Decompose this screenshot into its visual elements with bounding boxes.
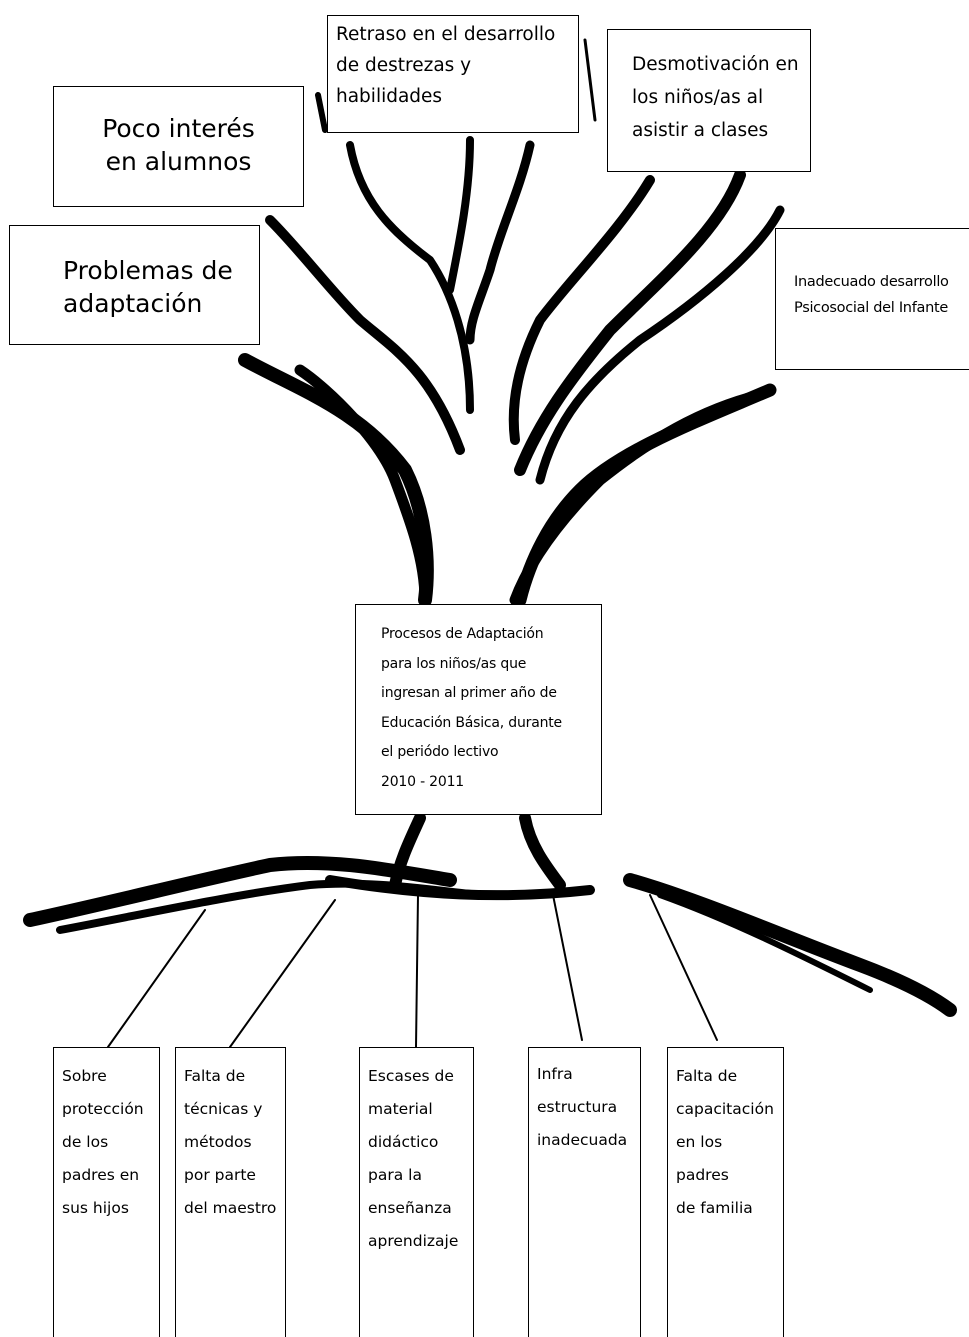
cause-label: Sobre protección de los padres en sus hi… bbox=[62, 1067, 144, 1217]
root-left-band bbox=[23, 855, 457, 927]
root-right-band bbox=[623, 873, 957, 1017]
branch-left bbox=[265, 215, 465, 455]
cause-box-sobreproteccion: Sobre protección de los padres en sus hi… bbox=[53, 1047, 160, 1337]
effect-box-problemas-adaptacion: Problemas de adaptación bbox=[9, 225, 260, 345]
cause-connector-4 bbox=[552, 894, 583, 1041]
trunk-right bbox=[509, 389, 766, 606]
branch-center bbox=[465, 140, 535, 345]
cause-label: Infra estructura inadecuada bbox=[537, 1065, 628, 1149]
effect-label: Poco interés en alumnos bbox=[102, 114, 255, 176]
branch-center-left bbox=[446, 136, 474, 294]
effect-label: Inadecuado desarrollo Psicosocial del In… bbox=[794, 274, 949, 316]
cause-box-infraestructura: Infra estructura inadecuada bbox=[528, 1047, 641, 1337]
central-problem-box: Procesos de Adaptación para los niños/as… bbox=[355, 604, 602, 815]
effect-box-desmotivacion: Desmotivación en los niños/as al asistir… bbox=[607, 29, 811, 172]
cause-connector-5 bbox=[649, 894, 718, 1041]
cause-box-falta-capacitacion: Falta de capacitación en los padres de f… bbox=[667, 1047, 784, 1337]
branch-right bbox=[514, 169, 746, 476]
root-right-band-2 bbox=[657, 892, 873, 993]
effect-label: Desmotivación en los niños/as al asistir… bbox=[632, 54, 799, 141]
branch-left-inner bbox=[346, 141, 474, 414]
root-center-band bbox=[325, 875, 595, 901]
branch-far-left bbox=[238, 353, 434, 607]
sprig-top-right bbox=[583, 38, 597, 122]
cause-box-escases-material: Escases de material didáctico para la en… bbox=[359, 1047, 474, 1337]
cause-box-falta-tecnicas: Falta de técnicas y métodos por parte de… bbox=[175, 1047, 286, 1337]
root-stem-right bbox=[519, 812, 566, 891]
cause-connector-3 bbox=[415, 894, 419, 1048]
cause-connector-2 bbox=[229, 899, 336, 1048]
central-problem-label: Procesos de Adaptación para los niños/as… bbox=[381, 626, 562, 790]
cause-label: Escases de material didáctico para la en… bbox=[368, 1067, 459, 1250]
sprig-top bbox=[315, 92, 328, 133]
effect-box-retraso-desarrollo: Retraso en el desarrollo de destrezas y … bbox=[327, 15, 579, 133]
cause-label: Falta de técnicas y métodos por parte de… bbox=[184, 1067, 277, 1217]
effect-label: Retraso en el desarrollo de destrezas y … bbox=[336, 24, 556, 107]
cause-label: Falta de capacitación en los padres de f… bbox=[676, 1067, 774, 1217]
branch-right-lower bbox=[513, 383, 777, 607]
effect-box-poco-interes: Poco interés en alumnos bbox=[53, 86, 304, 207]
effect-box-inadecuado-desarrollo: Inadecuado desarrollo Psicosocial del In… bbox=[775, 228, 969, 370]
effect-label: Problemas de adaptación bbox=[63, 256, 233, 318]
branch-center-right bbox=[508, 175, 655, 445]
cause-connector-1 bbox=[107, 909, 206, 1048]
branch-far-right bbox=[535, 205, 785, 485]
